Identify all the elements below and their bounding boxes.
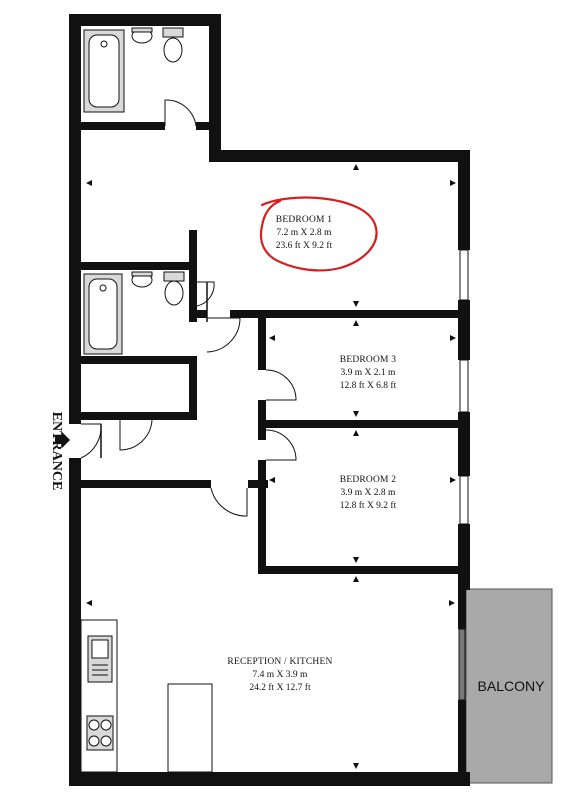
room-metric: 7.2 m X 2.8 m bbox=[277, 228, 333, 238]
room-label-reception-kitchen: RECEPTION / KITCHEN 7.4 m X 3.9 m 24.2 f… bbox=[227, 657, 332, 693]
room-name: BEDROOM 1 bbox=[276, 215, 332, 225]
exterior-walls bbox=[69, 14, 470, 786]
room-label-bedroom-3: BEDROOM 3 3.9 m X 2.1 m 12.8 ft X 6.8 ft bbox=[340, 355, 397, 391]
table bbox=[167, 683, 213, 773]
toilet-icon bbox=[163, 271, 185, 282]
room-label-bedroom-1: BEDROOM 1 7.2 m X 2.8 m 23.6 ft X 9.2 ft bbox=[276, 215, 333, 251]
entrance-arrow-icon bbox=[55, 432, 70, 448]
interior-walls bbox=[69, 122, 470, 574]
dimension-arrows bbox=[86, 164, 456, 769]
room-label-bedroom-2: BEDROOM 2 3.9 m X 2.8 m 12.8 ft X 9.2 ft bbox=[340, 475, 397, 511]
kitchen-fixtures bbox=[80, 619, 213, 773]
bathroom-2-fixtures bbox=[83, 271, 185, 355]
entrance-label: ENTRANCE bbox=[49, 412, 64, 491]
balcony-area bbox=[465, 588, 553, 784]
room-metric: 3.9 m X 2.1 m bbox=[341, 368, 397, 378]
windows bbox=[458, 249, 469, 701]
room-metric: 3.9 m X 2.8 m bbox=[341, 488, 397, 498]
room-name: RECEPTION / KITCHEN bbox=[227, 657, 332, 667]
room-name: BEDROOM 2 bbox=[340, 475, 396, 485]
room-imperial: 12.8 ft X 9.2 ft bbox=[340, 500, 397, 511]
toilet-icon bbox=[162, 27, 184, 38]
balcony-label: BALCONY bbox=[478, 678, 546, 694]
doors bbox=[80, 99, 297, 517]
room-imperial: 24.2 ft X 12.7 ft bbox=[249, 682, 311, 693]
room-imperial: 12.8 ft X 6.8 ft bbox=[340, 380, 397, 391]
highlight-circle bbox=[259, 196, 378, 272]
room-name: BEDROOM 3 bbox=[340, 355, 396, 365]
bathroom-1-fixtures bbox=[83, 27, 184, 113]
room-imperial: 23.6 ft X 9.2 ft bbox=[276, 240, 333, 251]
room-metric: 7.4 m X 3.9 m bbox=[253, 670, 309, 680]
